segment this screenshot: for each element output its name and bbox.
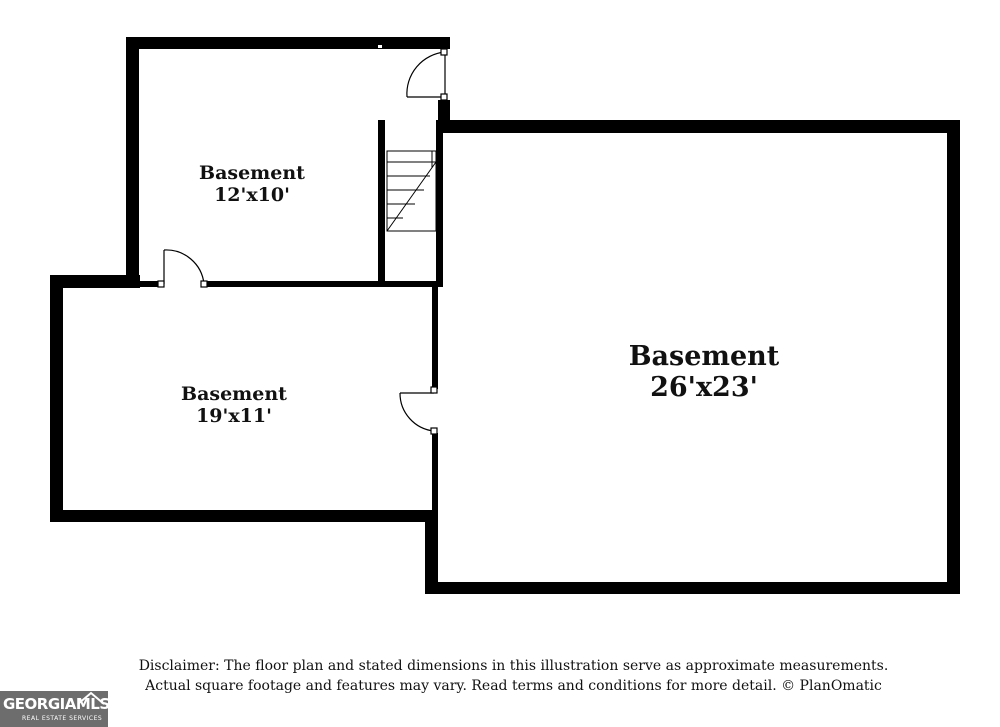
disclaimer: Disclaimer: The floor plan and stated di… bbox=[0, 656, 1000, 696]
room-label-basement-lower-left: Basement 19'x11' bbox=[160, 383, 308, 428]
room-dimensions: 12'x10' bbox=[214, 183, 290, 206]
stairs bbox=[386, 150, 437, 232]
room-dimensions: 19'x11' bbox=[196, 404, 272, 427]
room-name: Basement bbox=[199, 162, 305, 184]
house-roof-icon bbox=[77, 691, 105, 705]
disclaimer-line-2: Actual square footage and features may v… bbox=[145, 678, 882, 694]
logo-text: GEORGIAMLS bbox=[3, 695, 110, 713]
door-lower-big bbox=[399, 386, 438, 435]
georgia-mls-logo: GEORGIAMLS REAL ESTATE SERVICES bbox=[0, 691, 110, 727]
room-name: Basement bbox=[628, 341, 780, 372]
door-upper-lower bbox=[157, 249, 208, 288]
logo-tagline: REAL ESTATE SERVICES bbox=[22, 715, 103, 722]
room-label-basement-upper: Basement 12'x10' bbox=[178, 162, 326, 207]
disclaimer-line-1: Disclaimer: The floor plan and stated di… bbox=[138, 658, 889, 674]
room-label-basement-main: Basement 26'x23' bbox=[590, 341, 818, 403]
walls bbox=[50, 37, 960, 594]
door-entry bbox=[406, 48, 448, 101]
room-name: Basement bbox=[181, 383, 287, 405]
room-dimensions: 26'x23' bbox=[650, 372, 758, 404]
doors bbox=[157, 45, 448, 435]
